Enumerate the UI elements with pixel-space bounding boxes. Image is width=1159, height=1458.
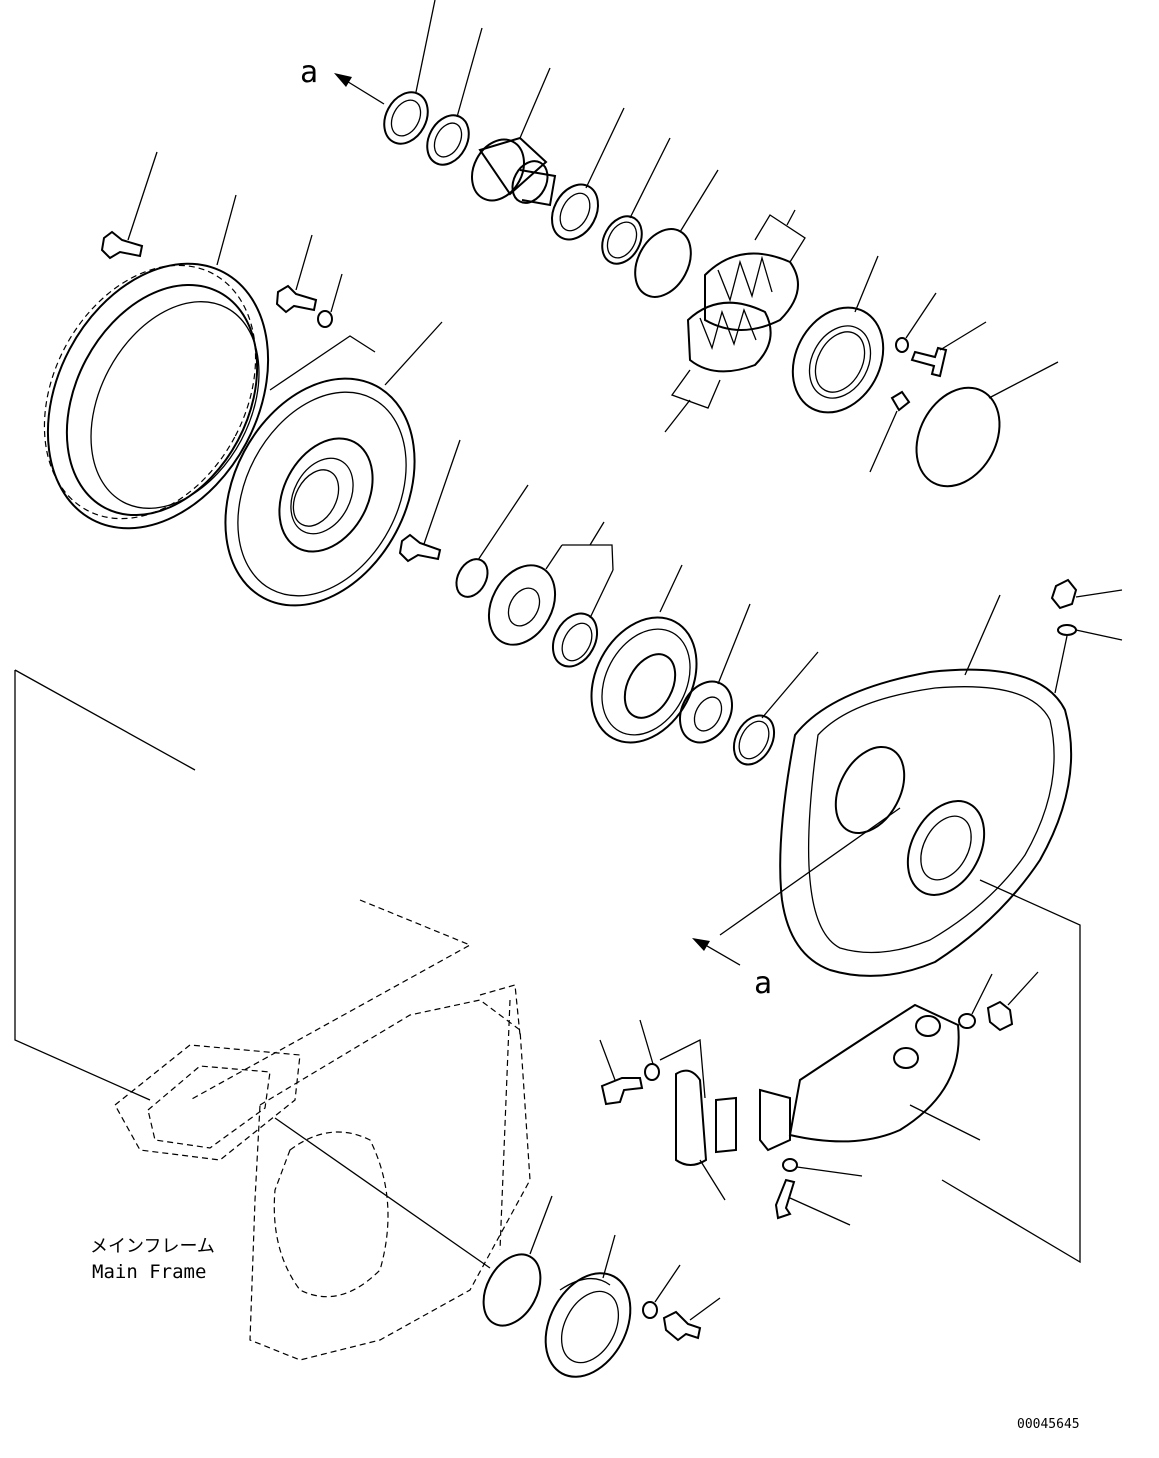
- breather-ring: [1054, 624, 1123, 694]
- bolt-mount: [986, 971, 1039, 1032]
- spacer-ring: [601, 137, 671, 265]
- plug: [869, 390, 911, 473]
- bolt-bracket-lower: [774, 1178, 851, 1226]
- bolt-cage: [910, 321, 987, 378]
- o-ring-cover: [482, 1195, 553, 1327]
- taper-bearing-cup: [551, 569, 614, 668]
- leader-bracket-group: [659, 1038, 706, 1099]
- drawing-number: 00045645: [1017, 1417, 1080, 1432]
- thrust-plate: [455, 484, 529, 598]
- pinion-shaft: [471, 67, 557, 207]
- shim-set: [664, 209, 806, 433]
- view-label-a-top: a: [300, 55, 318, 90]
- bearing-ring-2: [550, 107, 625, 241]
- breather-bolt: [1050, 578, 1123, 610]
- gear-hub: [224, 321, 443, 607]
- bearing-3: [679, 603, 751, 744]
- view-arrow-a-top: a: [300, 55, 385, 105]
- seal-ring-1: [383, 0, 436, 145]
- o-ring-1: [634, 169, 719, 298]
- view-arrow-a-bottom: a: [692, 938, 772, 1001]
- washer-1: [895, 292, 937, 353]
- leader-frame-bracket: [14, 669, 196, 1101]
- washer-bracket-left: [639, 1019, 660, 1081]
- final-drive-case: [779, 594, 1073, 977]
- leader-hub-group: [269, 335, 376, 391]
- washer-cover: [642, 1264, 681, 1319]
- bearing-carrier: [590, 564, 698, 744]
- bolt-cover: [662, 1297, 721, 1342]
- main-frame-outline: [114, 899, 531, 1361]
- snap-ring: [732, 651, 819, 766]
- bearing-cage: [791, 255, 885, 414]
- bracket-plate: [675, 1069, 737, 1201]
- main-frame-label-en: Main Frame: [92, 1261, 206, 1283]
- bolt-mid: [398, 439, 461, 563]
- leader-frame-cover: [274, 1117, 491, 1269]
- washer-bracket-lower: [782, 1158, 863, 1177]
- cover-plate: [544, 1234, 632, 1378]
- washer-hub: [317, 273, 343, 328]
- leader-bearing-group: [562, 521, 614, 571]
- bolt-hub: [275, 234, 318, 314]
- leader-case-view: [719, 807, 901, 936]
- leader-case-group: [941, 879, 1081, 1264]
- ring-gear: [43, 194, 270, 530]
- view-label-a-bottom: a: [754, 966, 772, 1001]
- bolt-bracket-left: [599, 1039, 644, 1106]
- main-frame-label-jp: メインフレーム: [90, 1236, 215, 1257]
- taper-bearing-cone: [487, 544, 563, 646]
- bearing-ring-1: [426, 27, 483, 166]
- o-ring-2: [915, 361, 1059, 488]
- washer-mount: [958, 973, 993, 1029]
- mount-bracket: [759, 1003, 981, 1152]
- bolt-ring-gear: [100, 151, 158, 260]
